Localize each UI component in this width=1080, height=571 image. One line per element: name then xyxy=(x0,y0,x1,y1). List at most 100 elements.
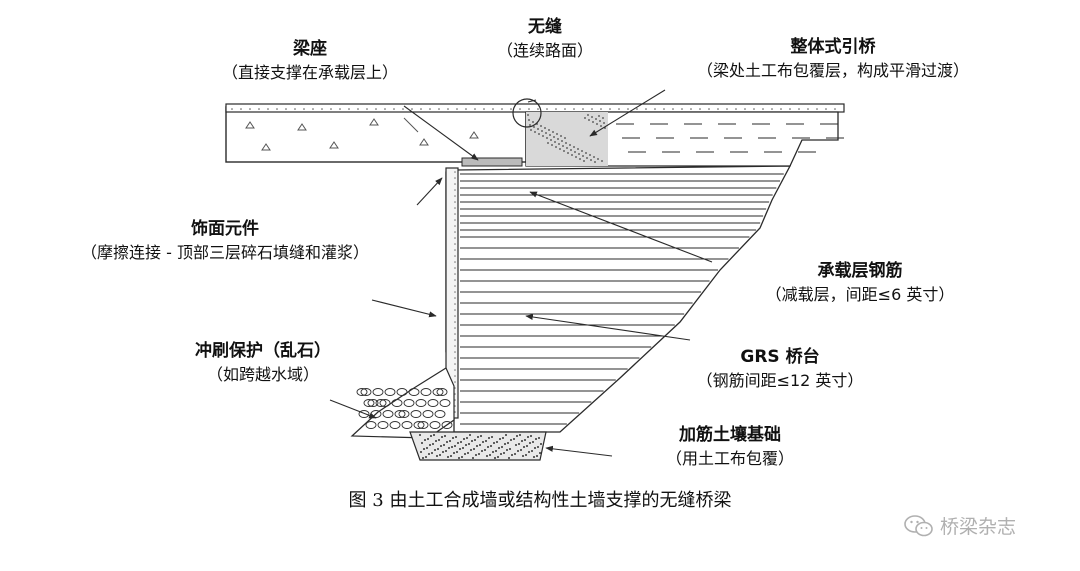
deck-aggregate xyxy=(366,108,368,110)
foundation-grain xyxy=(457,442,459,444)
foundation-grain xyxy=(481,450,483,452)
slab-grain xyxy=(575,156,577,158)
slab-grain xyxy=(586,157,588,159)
slab-grain xyxy=(598,115,600,117)
foundation-grain xyxy=(490,445,492,447)
slab-grain xyxy=(592,121,594,123)
foundation-grain xyxy=(440,445,442,447)
slab-grain xyxy=(537,128,539,130)
facing-grain xyxy=(454,339,456,341)
deck-aggregate xyxy=(636,108,638,110)
foundation-grain xyxy=(445,450,447,452)
foundation-grain xyxy=(485,440,487,442)
label-facing-element: 饰面元件 （摩擦连接 - 顶部三层碎石填缝和灌浆） xyxy=(30,219,420,262)
deck-aggregate xyxy=(672,108,674,110)
foundation-grain xyxy=(529,442,531,444)
slab-grain xyxy=(552,131,554,133)
riprap-stone xyxy=(441,421,453,429)
foundation-grain xyxy=(461,456,463,458)
foundation-grain xyxy=(434,449,436,451)
deck-aggregate xyxy=(321,108,323,110)
foundation-grain xyxy=(451,446,453,448)
foundation-grain xyxy=(533,456,535,458)
label-grs-abutment-subtitle: （钢筋间距≤12 英寸） xyxy=(696,370,864,390)
foundation-grain xyxy=(443,444,445,446)
slab-grain xyxy=(577,148,579,150)
slab-grain xyxy=(553,136,555,138)
foundation-grain xyxy=(473,448,475,450)
slab-grain xyxy=(530,129,532,131)
foundation-grain xyxy=(537,446,539,448)
deck-aggregate xyxy=(474,108,476,110)
foundation-grain xyxy=(501,446,503,448)
foundation-grain xyxy=(509,448,511,450)
facing-grain xyxy=(454,291,456,293)
facing-grain xyxy=(454,273,456,275)
deck-aggregate xyxy=(375,108,377,110)
slab-grain xyxy=(534,131,536,133)
slab-grain xyxy=(551,144,553,146)
slab-grain xyxy=(570,149,572,151)
foundation-grain xyxy=(520,449,522,451)
foundation-grain xyxy=(429,444,431,446)
foundation-grain xyxy=(508,457,510,459)
foundation-grain xyxy=(421,442,423,444)
jointless-marker xyxy=(512,98,542,128)
foundation-grain xyxy=(532,441,534,443)
label-facing-element-subtitle: （摩擦连接 - 顶部三层碎石填缝和灌浆） xyxy=(81,242,369,262)
facing-grain xyxy=(454,279,456,281)
foundation-grain xyxy=(540,443,542,445)
foundation-grain xyxy=(484,449,486,451)
label-beam-seat: 梁座 （直接支撑在承载层上） xyxy=(190,39,430,82)
foundation-grain xyxy=(494,457,496,459)
deck-aggregate xyxy=(753,108,755,110)
leader-arrows xyxy=(329,89,713,457)
deck-aggregate xyxy=(438,108,440,110)
slab-grain xyxy=(602,117,604,119)
deck-aggregate xyxy=(735,108,737,110)
foundation-grain xyxy=(477,436,479,438)
beam-aggregate xyxy=(369,118,379,126)
facing-grain xyxy=(454,237,456,239)
slab-grain xyxy=(540,125,542,127)
slab-grain xyxy=(596,123,598,125)
foundation-grain xyxy=(507,442,509,444)
foundation-grain xyxy=(530,435,532,437)
label-grs-abutment: GRS 桥台 （钢筋间距≤12 英寸） xyxy=(670,347,890,390)
facing-grain xyxy=(454,345,456,347)
foundation-grain xyxy=(439,454,441,456)
deck-aggregate xyxy=(699,108,701,110)
foundation-grain xyxy=(442,451,444,453)
slab-grain xyxy=(544,127,546,129)
slab-grain xyxy=(557,138,559,140)
foundation-grain xyxy=(488,437,490,439)
beam-aggregate xyxy=(419,138,429,146)
deck-aggregate xyxy=(663,108,665,110)
slab-grain xyxy=(597,158,599,160)
deck-aggregate xyxy=(276,108,278,110)
slab-grain xyxy=(578,153,580,155)
deck-aggregate xyxy=(258,108,260,110)
foundation-grain xyxy=(467,452,469,454)
foundation-grain xyxy=(449,440,451,442)
foundation-grain xyxy=(499,438,501,440)
deck-aggregate xyxy=(717,108,719,110)
deck-aggregate xyxy=(573,108,575,110)
riprap-stone xyxy=(420,388,432,396)
figure-caption: 图 3 由土工合成墙或结构性土墙支撑的无缝桥梁 xyxy=(348,490,732,511)
facing-grain xyxy=(454,255,456,257)
deck-aggregate xyxy=(519,108,521,110)
riprap-stone xyxy=(436,388,448,396)
foundation-grain xyxy=(526,445,528,447)
deck-aggregate xyxy=(834,108,836,110)
foundation-grain xyxy=(486,455,488,457)
foundation-grain xyxy=(459,448,461,450)
foundation-grain xyxy=(465,444,467,446)
foundation-grain xyxy=(456,451,458,453)
riprap-stone xyxy=(382,410,394,418)
facing-grain xyxy=(454,243,456,245)
deck-aggregate xyxy=(492,108,494,110)
facing-grain xyxy=(454,333,456,335)
foundation-grain xyxy=(462,447,464,449)
riprap-stone xyxy=(398,410,410,418)
